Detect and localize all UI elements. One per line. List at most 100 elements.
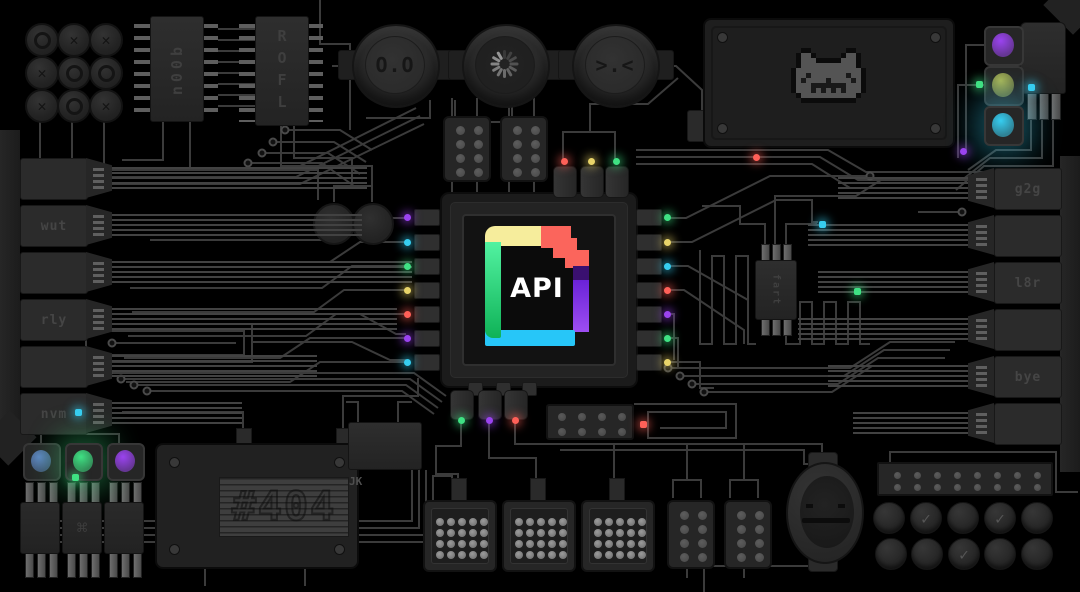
dot <box>455 125 465 135</box>
cat-pixel <box>851 48 856 53</box>
check-button[interactable] <box>1021 538 1053 570</box>
transistor-top-right <box>1020 22 1066 94</box>
cat-pixel <box>846 83 851 88</box>
chip-pin-right <box>636 209 662 226</box>
screw-o[interactable] <box>89 56 123 90</box>
api-chip <box>440 192 638 388</box>
screw-x[interactable]: ✕ <box>89 89 123 123</box>
check-button[interactable] <box>1021 502 1053 534</box>
cat-pixel <box>836 58 841 63</box>
dot <box>526 528 534 537</box>
dot <box>616 528 624 537</box>
cat-pixel <box>841 98 846 103</box>
dot <box>1013 483 1021 491</box>
spinner-ray <box>502 69 506 78</box>
port-body: rly <box>20 299 88 341</box>
port-trace-bundle <box>818 271 968 293</box>
cat-pixel <box>836 98 841 103</box>
cat-pixel <box>796 63 801 68</box>
dot <box>548 550 556 559</box>
check-button[interactable] <box>873 502 905 534</box>
dot <box>736 511 746 520</box>
led-cyan <box>1027 83 1035 91</box>
screw-x[interactable]: ✕ <box>25 89 59 123</box>
dot <box>893 483 901 491</box>
dot <box>469 517 477 526</box>
dot <box>736 525 746 534</box>
cat-pixel <box>816 73 821 78</box>
chip-pin-right <box>636 258 662 275</box>
port-trace-bundle <box>828 365 968 387</box>
dot <box>594 528 602 537</box>
cat-pixel <box>861 68 866 73</box>
speaker-module <box>423 500 497 572</box>
led-purple <box>485 416 493 424</box>
cat-pixel <box>826 88 831 93</box>
port-ribs <box>93 309 104 330</box>
cat-pixel <box>821 98 826 103</box>
cat-pixel <box>831 68 836 73</box>
battery-eye <box>806 504 813 508</box>
check-button-checked[interactable]: ✓ <box>948 538 980 570</box>
port-label: rly <box>40 312 68 328</box>
led-cyan <box>403 238 411 246</box>
cat-pixel <box>831 83 836 88</box>
block-pin <box>79 550 88 578</box>
check-button[interactable] <box>875 538 907 570</box>
dot <box>933 471 941 479</box>
dot <box>598 427 606 436</box>
transistor-block <box>20 502 60 554</box>
capacitor-face: O.O <box>365 36 425 94</box>
port-body <box>20 158 88 200</box>
cat-pixel <box>856 73 861 78</box>
check-button[interactable] <box>947 502 979 534</box>
dot <box>469 539 477 548</box>
cat-pixel <box>811 98 816 103</box>
transistor-leg <box>1039 92 1049 120</box>
dip-switch-block <box>546 404 634 440</box>
dot <box>512 153 522 163</box>
cat-pixel <box>796 93 801 98</box>
cat-pixel <box>856 83 861 88</box>
ic-fart: fart <box>755 260 797 320</box>
dot <box>537 550 545 559</box>
dot <box>469 528 477 537</box>
check-button[interactable] <box>911 538 943 570</box>
cat-pixel <box>846 98 851 103</box>
loading-spinner-icon <box>490 50 518 78</box>
screw-o[interactable] <box>57 89 91 123</box>
screw-x[interactable]: ✕ <box>57 23 91 57</box>
screw-o[interactable] <box>57 56 91 90</box>
check-button-checked[interactable]: ✓ <box>910 502 942 534</box>
screw-o[interactable] <box>25 23 59 57</box>
check-button[interactable] <box>984 538 1016 570</box>
led-bulb <box>73 450 93 472</box>
cat-pixel <box>816 58 821 63</box>
cat-pixel <box>806 53 811 58</box>
cat-pixel <box>821 73 826 78</box>
cat-pixel <box>836 78 841 83</box>
cat-pixel <box>831 78 836 83</box>
led-purple <box>403 334 411 342</box>
dot <box>993 483 1001 491</box>
dot <box>616 539 624 548</box>
cat-pixel <box>801 78 806 83</box>
screw-x[interactable]: ✕ <box>89 23 123 57</box>
port-body <box>20 346 88 388</box>
port-ribs <box>976 413 987 434</box>
led-module-purple <box>107 443 145 481</box>
led-green <box>457 416 465 424</box>
chip-capacitor-bottom <box>478 390 502 420</box>
check-button-checked[interactable]: ✓ <box>984 502 1016 534</box>
dot <box>447 517 455 526</box>
cat-pixel <box>831 73 836 78</box>
cat-pixel <box>791 73 796 78</box>
dot <box>893 471 901 479</box>
dot <box>469 550 477 559</box>
port-body <box>994 215 1062 257</box>
screw-x[interactable]: ✕ <box>25 56 59 90</box>
dot <box>627 550 635 559</box>
cat-pixel <box>856 78 861 83</box>
dot <box>530 139 540 149</box>
cat-pixel <box>806 73 811 78</box>
